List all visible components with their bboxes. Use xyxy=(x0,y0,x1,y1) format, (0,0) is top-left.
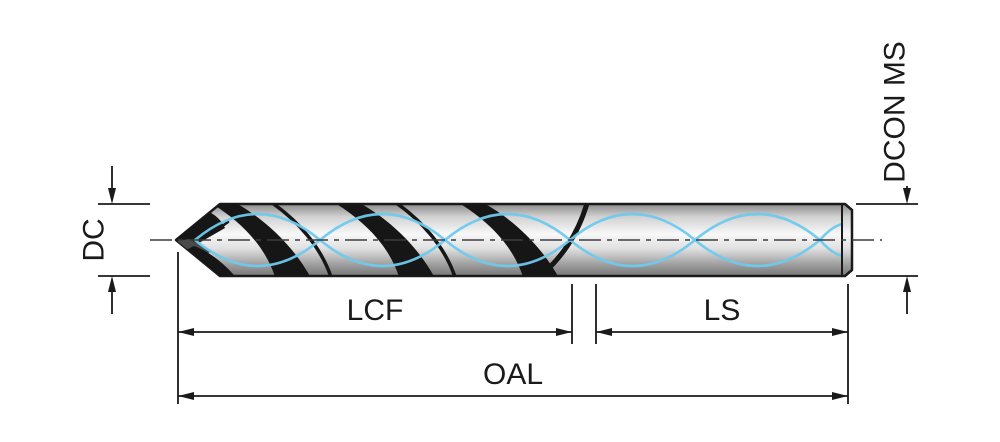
dim-ls: LS xyxy=(596,294,848,336)
lcf-arrow-left xyxy=(178,328,194,336)
lcf-arrow-right xyxy=(556,328,572,336)
lcf-label: LCF xyxy=(347,294,404,327)
dc-arrow-down xyxy=(108,188,116,204)
tip-flute-start xyxy=(182,246,238,276)
oal-arrow-left xyxy=(178,392,194,400)
dim-dcon: DCON MS xyxy=(856,41,918,314)
flute-edge-1 xyxy=(266,204,334,276)
dim-lcf: LCF xyxy=(178,294,572,336)
flute-runout-edge xyxy=(533,204,591,276)
dim-dc: DC xyxy=(78,166,150,314)
ls-arrow-left xyxy=(596,328,612,336)
tip-edge-line xyxy=(176,220,230,242)
dc-label: DC xyxy=(78,218,111,261)
oal-arrow-right xyxy=(832,392,848,400)
dc-arrow-up xyxy=(108,276,116,292)
ls-arrow-right xyxy=(832,328,848,336)
dim-oal: OAL xyxy=(178,358,848,400)
oal-label: OAL xyxy=(483,358,543,391)
flute-edge-2 xyxy=(390,204,458,276)
dcon-label: DCON MS xyxy=(879,41,912,183)
ls-label: LS xyxy=(704,294,741,327)
extension-lines xyxy=(177,252,849,404)
dcon-arrow-down xyxy=(903,188,911,204)
dcon-arrow-up xyxy=(903,276,911,292)
